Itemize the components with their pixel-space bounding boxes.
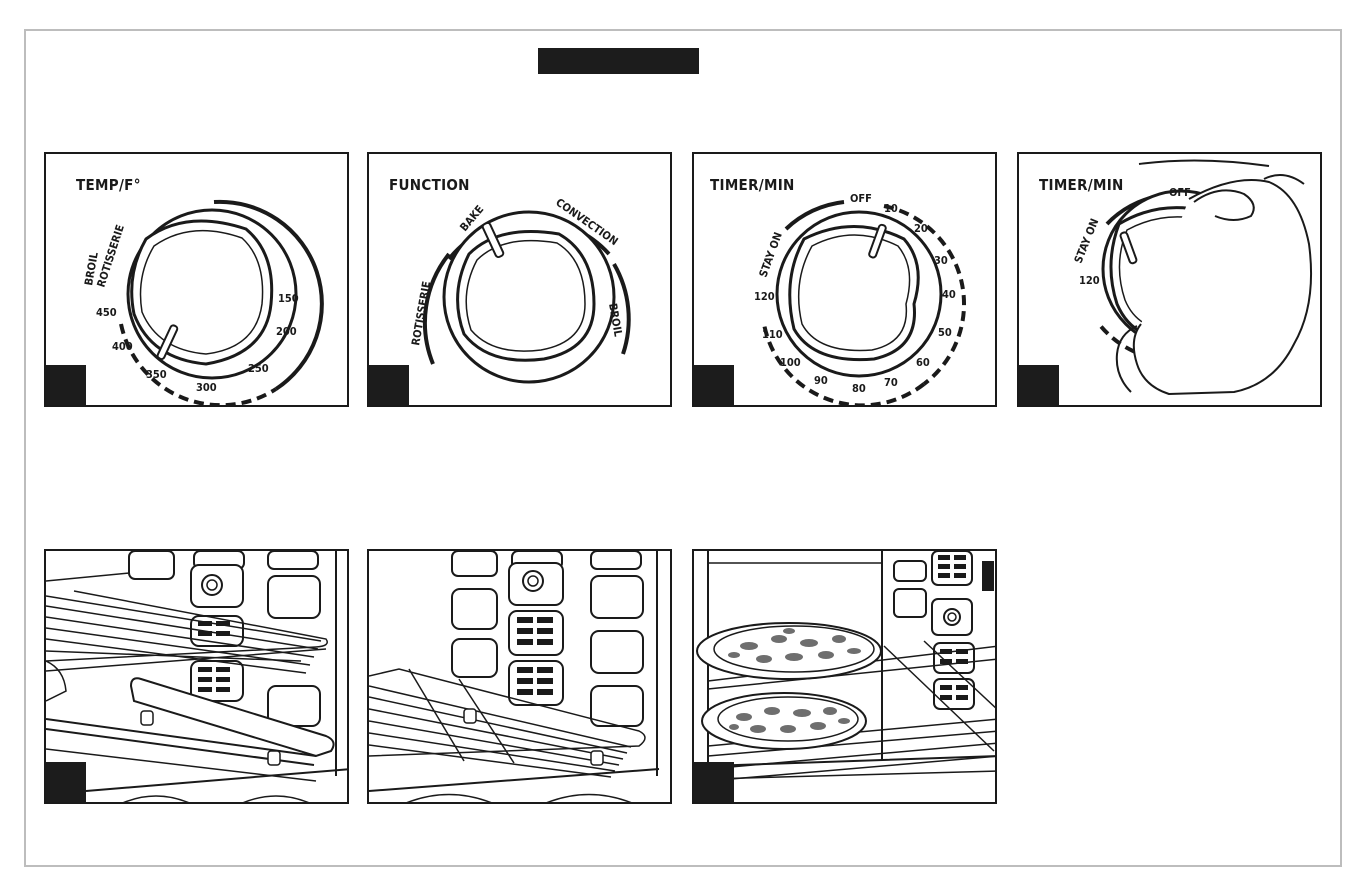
oven-pizzas-illustration bbox=[694, 551, 997, 804]
panel-oven-rack-upper bbox=[44, 549, 349, 804]
function-broil-label: BROIL bbox=[606, 302, 625, 338]
timer-tick-label: 90 bbox=[814, 374, 828, 387]
timer-tick-label: 50 bbox=[938, 326, 952, 339]
panel-function-dial: FUNCTION BAKE CONVECTION ROTISSERIE BROI… bbox=[367, 152, 672, 407]
temp-tick-label: 450 bbox=[96, 306, 117, 319]
function-rotisserie-label: ROTISSERIE bbox=[409, 280, 433, 347]
step-number-badge bbox=[694, 365, 734, 405]
timer-off-label: OFF bbox=[850, 192, 872, 205]
timer-hand-illustration: OFF STAY ON 120 bbox=[1019, 154, 1322, 407]
step-number-badge bbox=[46, 762, 86, 802]
timer-tick-label: 100 bbox=[780, 356, 801, 369]
timer-tick-label: 110 bbox=[762, 328, 783, 341]
panel-oven-rack-lower bbox=[367, 549, 672, 804]
panel-oven-pizzas bbox=[692, 549, 997, 804]
panel-temp-dial: TEMP/F° 150 200 250 300 350 400 450 BROI… bbox=[44, 152, 349, 407]
timer-stay-on-label: STAY ON bbox=[1072, 217, 1102, 265]
timer-tick-label: 120 bbox=[754, 290, 775, 303]
panel-timer-hand: TIMER/MIN OFF STAY ON 120 bbox=[1017, 152, 1322, 407]
timer-dial-illustration: OFF STAY ON 10 20 30 40 50 60 70 80 90 1… bbox=[694, 154, 997, 407]
function-dial-illustration: BAKE CONVECTION ROTISSERIE BROIL bbox=[369, 154, 672, 407]
timer-tick-label: 20 bbox=[914, 222, 928, 235]
oven-rack-lower-illustration bbox=[369, 551, 672, 804]
section-header-bar bbox=[538, 48, 699, 74]
temp-tick-label: 300 bbox=[196, 381, 217, 394]
timer-tick-label: 80 bbox=[852, 382, 866, 395]
timer-tick-label: 70 bbox=[884, 376, 898, 389]
timer-120-label: 120 bbox=[1079, 274, 1100, 287]
timer-tick-label: 30 bbox=[934, 254, 948, 267]
step-number-badge bbox=[1019, 365, 1059, 405]
timer-off-label: OFF bbox=[1169, 186, 1191, 199]
temp-dial-illustration: 150 200 250 300 350 400 450 BROIL ROTISS… bbox=[46, 154, 349, 407]
temp-tick-label: 250 bbox=[248, 362, 269, 375]
temp-tick-label: 350 bbox=[146, 368, 167, 381]
timer-tick-label: 10 bbox=[884, 202, 898, 215]
temp-tick-label: 150 bbox=[278, 292, 299, 305]
step-number-badge bbox=[369, 365, 409, 405]
step-number-badge bbox=[46, 365, 86, 405]
temp-tick-label: 400 bbox=[112, 340, 133, 353]
oven-rack-upper-illustration bbox=[46, 551, 349, 804]
temp-tick-label: 200 bbox=[276, 325, 297, 338]
step-number-badge bbox=[694, 762, 734, 802]
timer-tick-label: 60 bbox=[916, 356, 930, 369]
panel-timer-dial: TIMER/MIN OFF STAY ON 10 20 30 40 50 60 … bbox=[692, 152, 997, 407]
timer-tick-label: 40 bbox=[942, 288, 956, 301]
